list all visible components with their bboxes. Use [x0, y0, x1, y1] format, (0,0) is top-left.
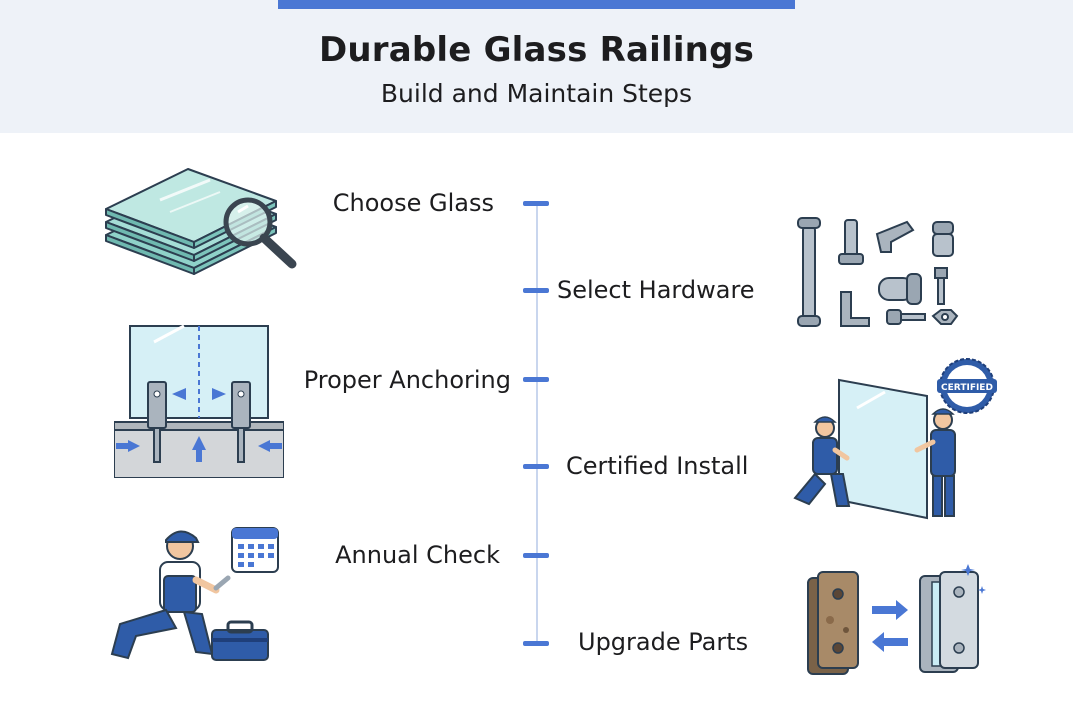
- technician-with-toolbox-icon: [110, 527, 279, 661]
- certified-badge-text: CERTIFIED: [941, 383, 993, 393]
- step-label-proper-anchoring: Proper Anchoring: [303, 366, 511, 394]
- timeline-tick-3: [523, 377, 549, 382]
- anchored-glass-panel-icon: [114, 324, 284, 478]
- page-title: Durable Glass Railings: [318, 30, 755, 70]
- timeline-tick-4: [523, 464, 549, 469]
- step-label-certified-install: Certified Install: [566, 452, 749, 480]
- certified-badge: CERTIFIED: [937, 358, 997, 414]
- header-accent-bar: [278, 0, 795, 9]
- swap-arrows-icon: [872, 600, 908, 652]
- railing-hardware-icon: [797, 217, 959, 327]
- timeline-tick-6: [523, 641, 549, 646]
- page-subtitle: Build and Maintain Steps: [380, 79, 693, 108]
- step-label-choose-glass: Choose Glass: [332, 189, 494, 217]
- installers-with-glass-icon: CERTIFIED: [793, 358, 997, 520]
- calendar-icon: [231, 527, 279, 573]
- step-label-upgrade-parts: Upgrade Parts: [578, 628, 749, 656]
- step-label-select-hardware: Select Hardware: [557, 276, 755, 304]
- timeline-tick-2: [523, 288, 549, 293]
- sparkle-icon: [961, 564, 986, 594]
- timeline-line: [536, 203, 538, 645]
- glass-panes-magnifier-icon: [105, 168, 297, 275]
- toolbox-icon: [211, 620, 269, 661]
- worn-to-new-clamps-icon: [807, 564, 986, 675]
- step-label-annual-check: Annual Check: [335, 541, 500, 569]
- header-band: [0, 0, 1073, 133]
- timeline-tick-5: [523, 553, 549, 558]
- timeline-tick-1: [523, 201, 549, 206]
